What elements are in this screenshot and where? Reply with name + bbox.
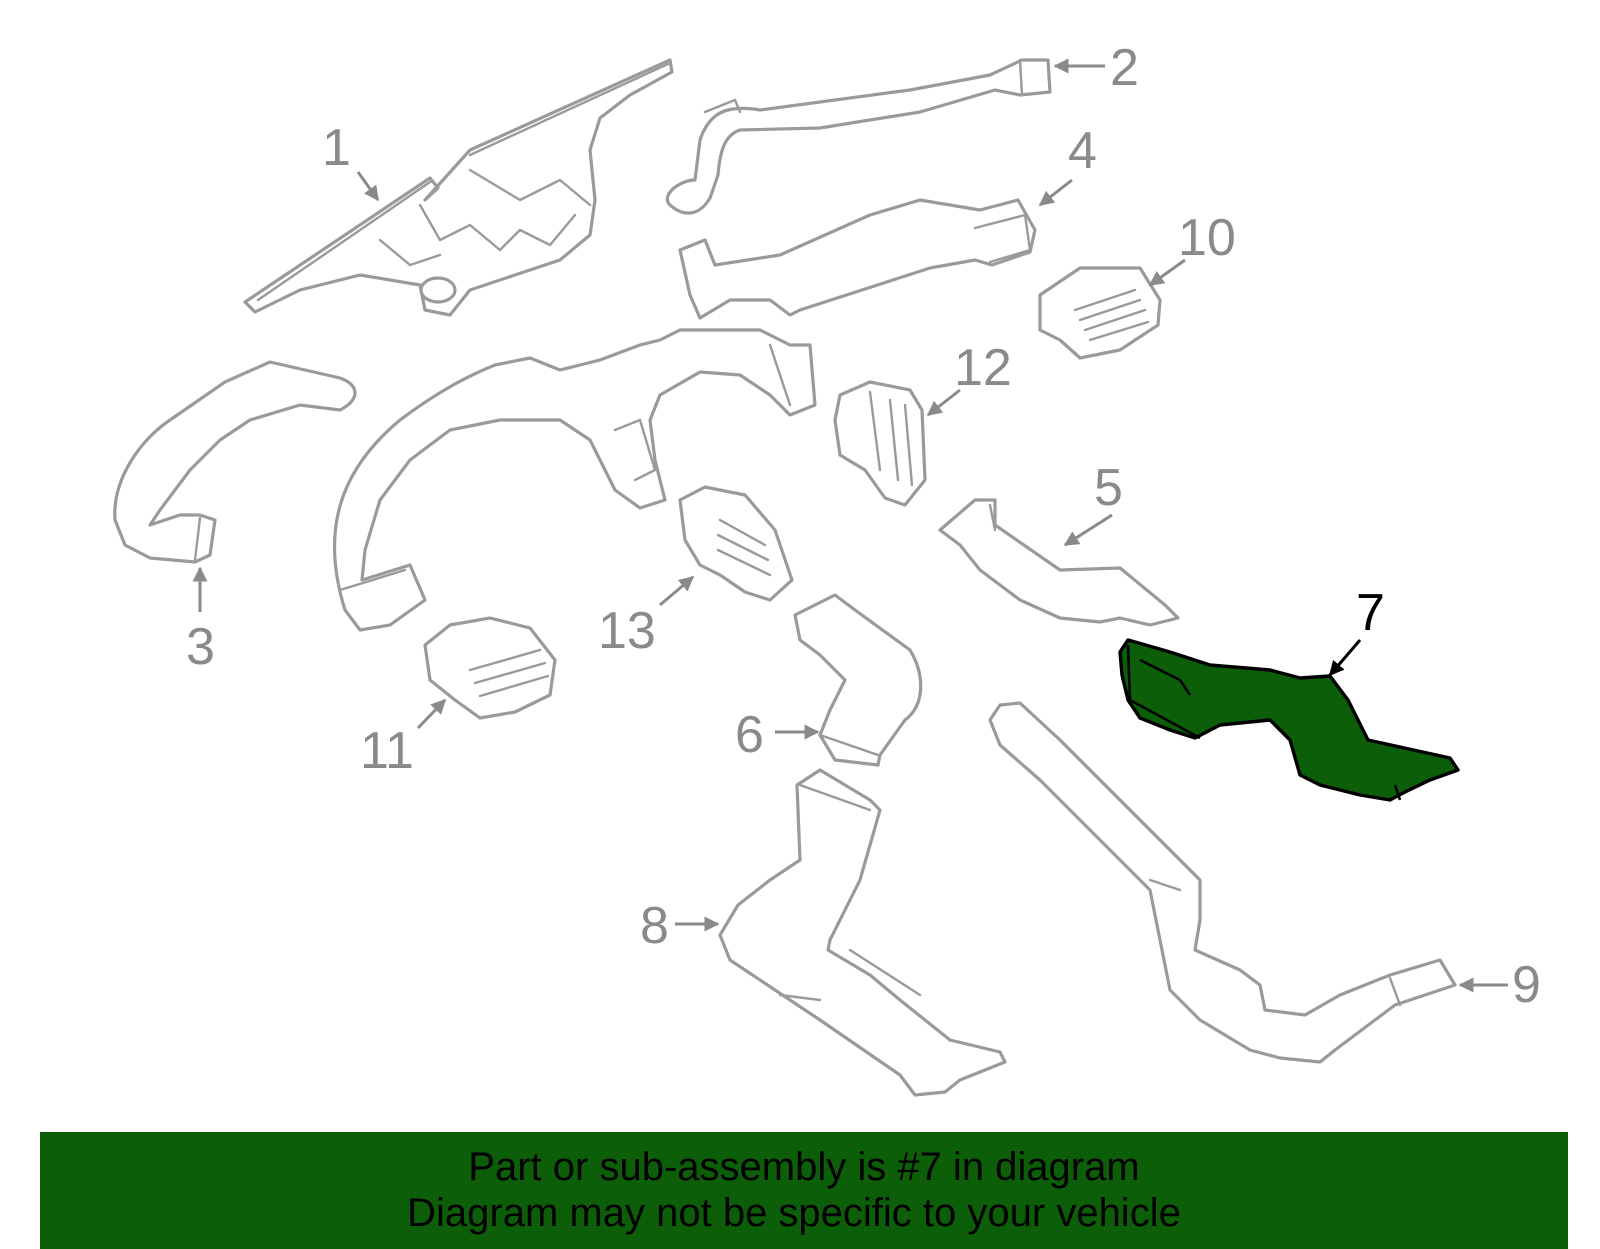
leader-5 — [1063, 513, 1113, 547]
callout-9: 9 — [1512, 956, 1541, 1014]
leader-lines — [192, 58, 1508, 993]
callout-5: 5 — [1094, 459, 1123, 517]
leader-12 — [926, 388, 961, 417]
callout-4: 4 — [1068, 122, 1097, 180]
leader-7 — [1328, 639, 1362, 677]
callout-10: 10 — [1178, 209, 1236, 267]
part-5-duct[interactable] — [938, 498, 1180, 627]
part-2-duct[interactable] — [665, 58, 1052, 215]
part-3-side-duct[interactable] — [113, 360, 357, 564]
part-8-duct[interactable] — [718, 768, 1007, 1097]
callout-13: 13 — [598, 602, 656, 660]
part-4-center-duct[interactable] — [678, 198, 1037, 320]
part-11-vent[interactable] — [423, 616, 557, 720]
part-6-duct[interactable] — [793, 593, 923, 767]
center-duct-assembly[interactable] — [332, 328, 817, 632]
callout-numbers: 1 2 3 4 5 6 7 8 9 10 11 12 13 — [186, 39, 1541, 1014]
callout-11: 11 — [360, 722, 414, 780]
leader-4 — [1038, 178, 1073, 207]
part-13-vent[interactable] — [678, 485, 794, 602]
callout-3: 3 — [186, 618, 215, 676]
callout-8: 8 — [640, 897, 669, 955]
callout-12: 12 — [954, 339, 1012, 397]
banner-line-2: Diagram may not be specific to your vehi… — [407, 1191, 1181, 1235]
leader-13 — [659, 575, 695, 607]
leader-11 — [416, 698, 447, 730]
callout-7: 7 — [1356, 584, 1385, 642]
part-12-side-vent[interactable] — [833, 380, 927, 507]
leader-1 — [356, 171, 380, 202]
callout-6: 6 — [735, 706, 764, 764]
part-10-vent[interactable] — [1038, 266, 1162, 360]
part-info-banner: Part or sub-assembly is #7 in diagram Di… — [40, 1132, 1568, 1249]
part-9-duct[interactable] — [988, 701, 1457, 1064]
banner-line-1: Part or sub-assembly is #7 in diagram — [468, 1145, 1140, 1189]
part-1-defroster-nozzle[interactable] — [243, 58, 674, 317]
callout-1: 1 — [322, 119, 351, 177]
part-7-duct-highlighted[interactable] — [1118, 638, 1460, 802]
leader-10 — [1148, 258, 1186, 287]
callout-2: 2 — [1110, 39, 1139, 97]
